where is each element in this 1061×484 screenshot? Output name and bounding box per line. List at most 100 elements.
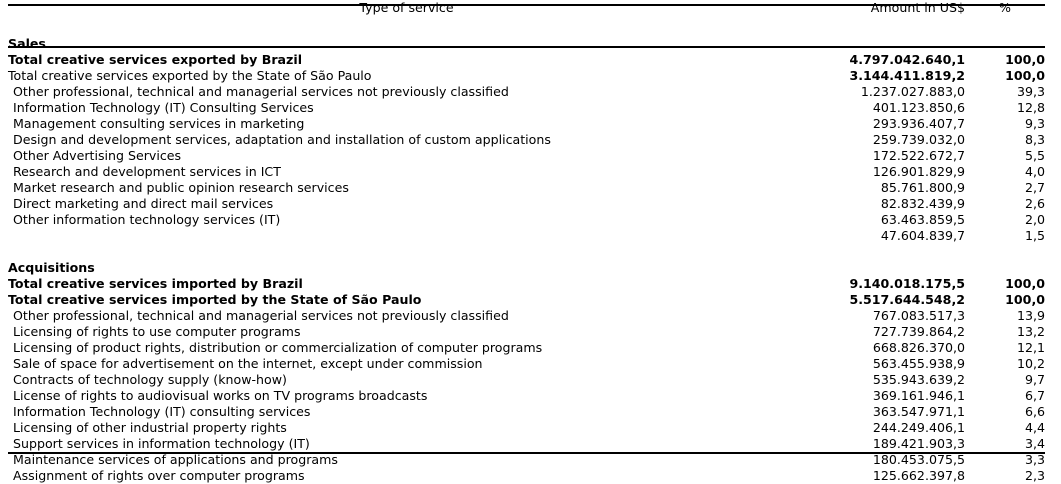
row-amount: 668.826.370,0 <box>872 340 965 355</box>
row-percent: 13,9 <box>1016 308 1045 323</box>
row-amount: 535.943.639,2 <box>872 372 965 387</box>
row-label: Market research and public opinion resea… <box>13 180 349 195</box>
row-percent <box>965 244 1045 260</box>
row-label: Maintenance services of applications and… <box>13 452 338 467</box>
row-amount: 5.517.644.548,2 <box>849 292 965 307</box>
row-amount: 563.455.938,9 <box>872 356 965 371</box>
table-row: Market research and public opinion resea… <box>8 180 1045 196</box>
table-row: Sales <box>8 16 1045 52</box>
row-percent: 10,2 <box>1016 356 1045 371</box>
row-percent: 12,1 <box>1016 340 1045 355</box>
row-percent: 6,7 <box>1024 388 1045 403</box>
row-amount <box>805 244 965 260</box>
rule-bottom <box>8 452 1045 454</box>
row-percent: 9,7 <box>1024 372 1045 387</box>
row-label: Acquisitions <box>8 260 95 275</box>
row-percent: 100,0 <box>1005 292 1045 307</box>
row-percent <box>965 260 1045 276</box>
row-label: Information Technology (IT) Consulting S… <box>13 100 314 115</box>
row-amount: 172.522.672,7 <box>872 148 965 163</box>
row-label: Other professional, technical and manage… <box>13 308 509 323</box>
row-percent: 3,4 <box>1024 436 1045 451</box>
column-header-amount: Amount in US$ <box>870 0 965 15</box>
row-label: Other Advertising Services <box>13 148 182 163</box>
row-amount: 82.832.439,9 <box>880 196 965 211</box>
table-row <box>8 244 1045 260</box>
table-row: Direct marketing and direct mail service… <box>8 196 1045 212</box>
row-label: Assignment of rights over computer progr… <box>13 468 305 483</box>
row-label: Management consulting services in market… <box>13 116 305 131</box>
row-amount: 244.249.406,1 <box>872 420 965 435</box>
row-amount: 180.453.075,5 <box>872 452 965 467</box>
row-percent: 1,5 <box>1024 228 1045 243</box>
row-label: Direct marketing and direct mail service… <box>13 196 274 211</box>
column-header-percent: % <box>999 0 1011 15</box>
row-percent: 2,7 <box>1024 180 1045 195</box>
row-percent: 4,4 <box>1024 420 1045 435</box>
row-amount: 9.140.018.175,5 <box>849 276 965 291</box>
row-percent: 13,2 <box>1016 324 1045 339</box>
row-percent: 39,3 <box>1016 84 1045 99</box>
table-row: Other professional, technical and manage… <box>8 84 1045 100</box>
table-row: Total creative services exported by Braz… <box>8 52 1045 68</box>
row-amount: 1.237.027.883,0 <box>860 84 965 99</box>
table-row: Total creative services exported by the … <box>8 68 1045 84</box>
table-row: Assignment of rights over computer progr… <box>8 468 1045 484</box>
row-amount: 47.604.839,7 <box>880 228 965 243</box>
row-label: Contracts of technology supply (know-how… <box>13 372 287 387</box>
table-row: Information Technology (IT) Consulting S… <box>8 100 1045 116</box>
row-amount: 126.901.829,9 <box>872 164 965 179</box>
table-row: Total creative services imported by the … <box>8 292 1045 308</box>
row-percent <box>965 16 1045 52</box>
table-row: Sale of space for advertisement on the i… <box>8 356 1045 372</box>
table-row: 47.604.839,7 1,5 <box>8 228 1045 244</box>
row-label: License of rights to audiovisual works o… <box>13 388 428 403</box>
row-label: Licensing of product rights, distributio… <box>13 340 543 355</box>
table-row: License of rights to audiovisual works o… <box>8 388 1045 404</box>
row-label <box>8 244 805 260</box>
row-label: Other information technology services (I… <box>13 212 281 227</box>
row-label: Licensing of other industrial property r… <box>13 420 287 435</box>
row-label: Total creative services imported by the … <box>8 292 422 307</box>
row-label: Research and development services in ICT <box>13 164 281 179</box>
row-percent: 4,0 <box>1024 164 1045 179</box>
row-amount: 125.662.397,8 <box>872 468 965 483</box>
row-percent: 3,3 <box>1024 452 1045 467</box>
row-amount: 4.797.042.640,1 <box>849 52 965 67</box>
table-header: Type of service Amount in US$ % <box>8 0 1045 16</box>
row-percent: 100,0 <box>1005 68 1045 83</box>
row-label: Total creative services exported by the … <box>8 68 372 83</box>
row-percent: 2,6 <box>1024 196 1045 211</box>
row-label: Support services in information technolo… <box>13 436 310 451</box>
rule-header <box>8 46 1045 48</box>
column-header-type-of-service: Type of service <box>359 0 454 15</box>
table-row: Licensing of rights to use computer prog… <box>8 324 1045 340</box>
row-amount: 363.547.971,1 <box>872 404 965 419</box>
row-amount: 85.761.800,9 <box>880 180 965 195</box>
table-row: Information Technology (IT) consulting s… <box>8 404 1045 420</box>
row-label: Total creative services imported by Braz… <box>8 276 303 291</box>
table-row: Total creative services imported by Braz… <box>8 276 1045 292</box>
row-amount: 259.739.032,0 <box>872 132 965 147</box>
table-row: Acquisitions <box>8 260 1045 276</box>
table-row: Design and development services, adaptat… <box>8 132 1045 148</box>
row-percent: 12,8 <box>1016 100 1045 115</box>
row-percent: 100,0 <box>1005 52 1045 67</box>
row-label: Sale of space for advertisement on the i… <box>13 356 483 371</box>
row-amount: 401.123.850,6 <box>872 100 965 115</box>
table-row: Other information technology services (I… <box>8 212 1045 228</box>
header-row: Type of service Amount in US$ % <box>8 0 1045 16</box>
row-label: Licensing of rights to use computer prog… <box>13 324 301 339</box>
row-amount: 189.421.903,3 <box>872 436 965 451</box>
row-label: Design and development services, adaptat… <box>13 132 551 147</box>
table-row: Licensing of other industrial property r… <box>8 420 1045 436</box>
row-label: Total creative services exported by Braz… <box>8 52 303 67</box>
row-amount: 3.144.411.819,2 <box>849 68 965 83</box>
row-amount <box>805 260 965 276</box>
rule-top <box>8 4 1045 6</box>
table-row: Contracts of technology supply (know-how… <box>8 372 1045 388</box>
row-percent: 2,0 <box>1024 212 1045 227</box>
